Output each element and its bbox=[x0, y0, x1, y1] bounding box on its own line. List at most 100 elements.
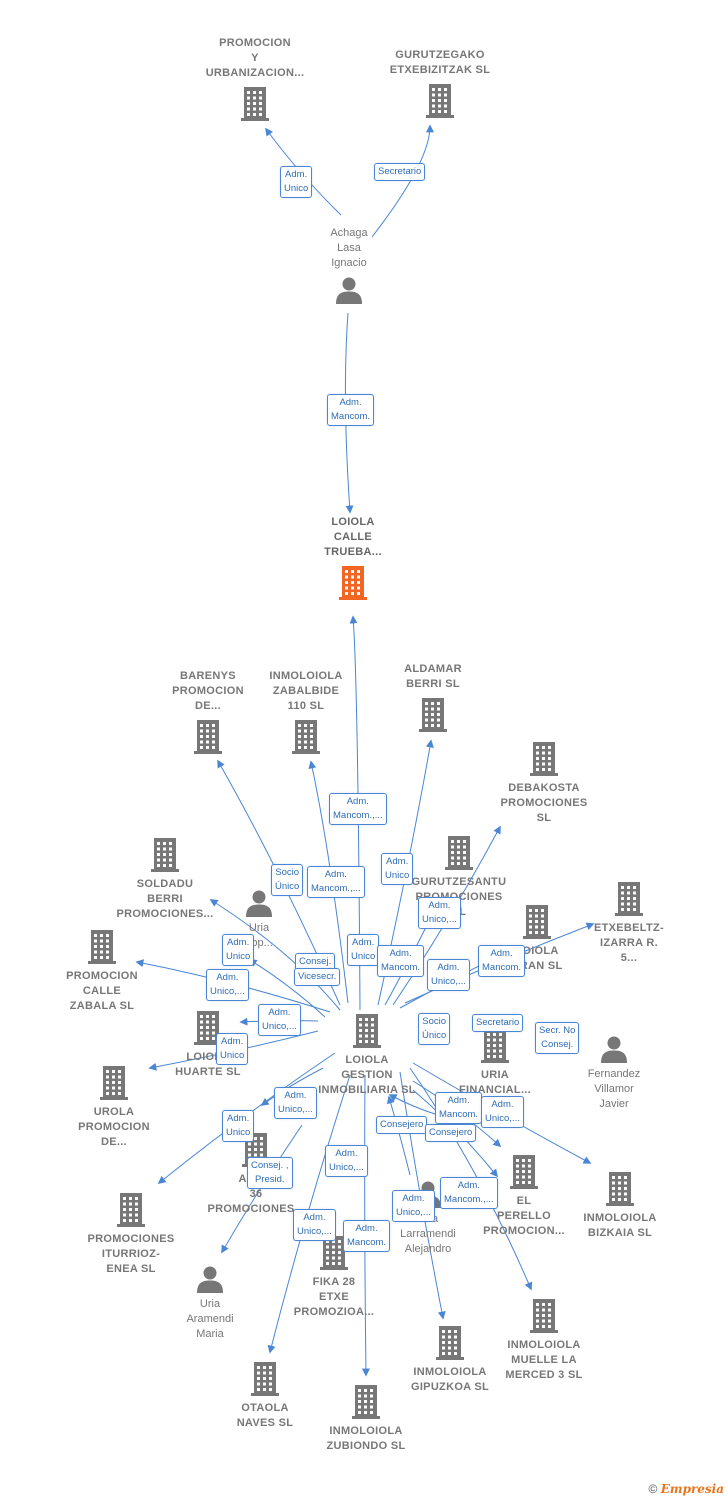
node-barenys[interactable]: BARENYS PROMOCION DE... bbox=[143, 669, 273, 756]
role-badge[interactable]: Adm. Mancom. bbox=[327, 394, 375, 426]
role-badge[interactable]: Adm. Unico,... bbox=[258, 1004, 301, 1036]
role-badge[interactable]: Adm. Unico,... bbox=[392, 1190, 435, 1222]
role-badge[interactable]: Adm. Mancom. bbox=[377, 945, 425, 977]
role-badge[interactable]: Secretario bbox=[374, 163, 426, 181]
node-fika[interactable]: FIKA 28 ETXE PROMOZIOA... bbox=[269, 1234, 399, 1320]
node-fernandez[interactable]: Fernandez Villamor Javier bbox=[549, 1034, 679, 1112]
building-icon bbox=[241, 718, 371, 756]
role-badge[interactable]: Adm. Mancom. bbox=[435, 1092, 483, 1124]
role-badge[interactable]: Adm. Mancom.,... bbox=[329, 793, 387, 825]
role-badge[interactable]: Socio Único bbox=[418, 1013, 451, 1045]
node-muelle[interactable]: INMOLOIOLA MUELLE LA MERCED 3 SL bbox=[479, 1297, 609, 1383]
edge-23 bbox=[409, 1067, 533, 1291]
node-zubiondo[interactable]: INMOLOIOLA ZUBIONDO SL bbox=[301, 1383, 431, 1454]
building-icon bbox=[375, 82, 505, 120]
role-badge[interactable]: Adm. Mancom. bbox=[343, 1220, 391, 1252]
role-badge[interactable]: Adm. Mancom.,... bbox=[440, 1177, 498, 1209]
person-icon bbox=[145, 1264, 275, 1294]
brand-logo: Empresia bbox=[660, 1482, 724, 1496]
node-label: PROMOCIONES ITURRIOZ- ENEA SL bbox=[87, 1233, 175, 1275]
building-icon bbox=[49, 1064, 179, 1102]
node-label: ETXEBELTZ- IZARRA R. 5... bbox=[593, 922, 664, 964]
building-icon bbox=[190, 85, 320, 123]
node-label: FIKA 28 ETXE PROMOZIOA... bbox=[293, 1276, 375, 1318]
node-gipuzkoa[interactable]: INMOLOIOLA GIPUZKOA SL bbox=[385, 1324, 515, 1395]
role-badge[interactable]: Adm. Unico,... bbox=[293, 1209, 336, 1241]
role-badge[interactable]: Secretario bbox=[472, 1014, 524, 1032]
building-icon bbox=[385, 1324, 515, 1362]
node-uria-aramendi[interactable]: Uria Aramendi Maria bbox=[145, 1264, 275, 1342]
role-badge[interactable]: Vicesecr. bbox=[294, 968, 341, 986]
building-icon bbox=[459, 1153, 589, 1191]
role-badge[interactable]: Adm. Unico bbox=[216, 1033, 249, 1065]
building-icon bbox=[66, 1191, 196, 1229]
node-label: DEBAKOSTA PROMOCIONES SL bbox=[500, 782, 588, 824]
copyright-icon: © bbox=[648, 1482, 658, 1496]
edge-26 bbox=[386, 1095, 411, 1176]
node-gurutzegako[interactable]: GURUTZEGAKO ETXEBIZITZAK SL bbox=[375, 48, 505, 120]
node-label: INMOLOIOLA MUELLE LA MERCED 3 SL bbox=[505, 1339, 583, 1381]
node-achaga[interactable]: Achaga Lasa Ignacio bbox=[284, 226, 414, 305]
node-label: ALDAMAR BERRI SL bbox=[404, 663, 462, 690]
building-icon bbox=[143, 1009, 273, 1047]
role-badge[interactable]: Adm. Unico,... bbox=[427, 959, 470, 991]
role-badge[interactable]: Consejero bbox=[376, 1116, 428, 1134]
node-label: PROMOCION CALLE ZABALA SL bbox=[66, 970, 138, 1012]
role-badge[interactable]: Adm. Unico,... bbox=[206, 969, 249, 1001]
building-icon bbox=[302, 1012, 432, 1050]
node-label: INMOLOIOLA ZABALBIDE 110 SL bbox=[269, 670, 343, 712]
edge-25 bbox=[221, 1124, 303, 1254]
node-loiola-huarte[interactable]: LOIOLA HUARTE SL bbox=[143, 1009, 273, 1080]
role-badge[interactable]: Adm. Unico,... bbox=[481, 1096, 524, 1128]
node-aldamar[interactable]: ALDAMAR BERRI SL bbox=[368, 662, 498, 734]
node-uria-lopez[interactable]: Uria Lop... bbox=[194, 888, 324, 951]
node-uria-financial[interactable]: URIA FINANCIAL... bbox=[430, 1027, 560, 1098]
node-etxebeltz[interactable]: ETXEBELTZ- IZARRA R. 5... bbox=[564, 880, 694, 966]
node-label: PROMOCION Y URBANIZACION... bbox=[205, 37, 305, 79]
building-icon bbox=[368, 696, 498, 734]
building-icon bbox=[394, 834, 524, 872]
node-iturrioz[interactable]: PROMOCIONES ITURRIOZ- ENEA SL bbox=[66, 1191, 196, 1277]
building-icon bbox=[479, 1297, 609, 1335]
person-icon bbox=[194, 888, 324, 918]
building-icon bbox=[564, 880, 694, 918]
role-badge[interactable]: Adm. Unico bbox=[381, 853, 414, 885]
building-icon bbox=[555, 1170, 685, 1208]
node-otaola[interactable]: OTAOLA NAVES SL bbox=[200, 1360, 330, 1431]
role-badge[interactable]: Adm. Unico bbox=[222, 1110, 255, 1142]
role-badge[interactable]: Secr. No Consej. bbox=[535, 1022, 580, 1054]
node-bizkaia[interactable]: INMOLOIOLA BIZKAIA SL bbox=[555, 1170, 685, 1241]
edge-1 bbox=[371, 124, 434, 238]
node-promocion-urbanizacion[interactable]: PROMOCION Y URBANIZACION... bbox=[190, 36, 320, 123]
role-badge[interactable]: Adm. Mancom. bbox=[478, 945, 526, 977]
role-badge[interactable]: Adm. Unico,... bbox=[418, 897, 461, 929]
role-badge[interactable]: Adm. Unico bbox=[222, 934, 255, 966]
node-el-perello[interactable]: EL PERELLO PROMOCION... bbox=[459, 1153, 589, 1239]
node-loiola-trueba[interactable]: LOIOLA CALLE TRUEBA... bbox=[288, 515, 418, 602]
node-label: LOIOLA HUARTE SL bbox=[175, 1051, 241, 1078]
building-icon bbox=[269, 1234, 399, 1272]
building-icon bbox=[100, 836, 230, 874]
node-label: Uria Aramendi Maria bbox=[186, 1298, 234, 1340]
node-calle-zabala[interactable]: PROMOCION CALLE ZABALA SL bbox=[37, 928, 167, 1014]
node-label: LOIOLA CALLE TRUEBA... bbox=[324, 516, 382, 558]
role-badge[interactable]: Adm. Mancom.,... bbox=[307, 866, 365, 898]
node-loiola-gestion[interactable]: LOIOLA GESTION INMOBILIARIA SL bbox=[302, 1012, 432, 1098]
role-badge[interactable]: Socio Único bbox=[271, 864, 304, 896]
role-badge[interactable]: Adm. Unico bbox=[280, 166, 313, 198]
node-label: INMOLOIOLA BIZKAIA SL bbox=[583, 1212, 657, 1239]
node-urola[interactable]: UROLA PROMOCION DE... bbox=[49, 1064, 179, 1150]
edge-8 bbox=[209, 899, 341, 1011]
role-badge[interactable]: Adm. Unico,... bbox=[274, 1087, 317, 1119]
node-debakosta[interactable]: DEBAKOSTA PROMOCIONES SL bbox=[479, 740, 609, 826]
role-badge[interactable]: Adm. Unico,... bbox=[325, 1145, 368, 1177]
edge-12 bbox=[248, 959, 326, 1018]
role-badge[interactable]: Adm. Unico bbox=[347, 934, 380, 966]
edge-24 bbox=[260, 1067, 324, 1106]
role-badge[interactable]: Consej. , Presid. bbox=[247, 1157, 293, 1189]
role-badge[interactable]: Consejero bbox=[425, 1124, 477, 1142]
node-soldadu[interactable]: SOLDADU BERRI PROMOCIONES... bbox=[100, 836, 230, 922]
node-label: BARENYS PROMOCION DE... bbox=[172, 670, 244, 712]
node-zabalbide[interactable]: INMOLOIOLA ZABALBIDE 110 SL bbox=[241, 669, 371, 756]
